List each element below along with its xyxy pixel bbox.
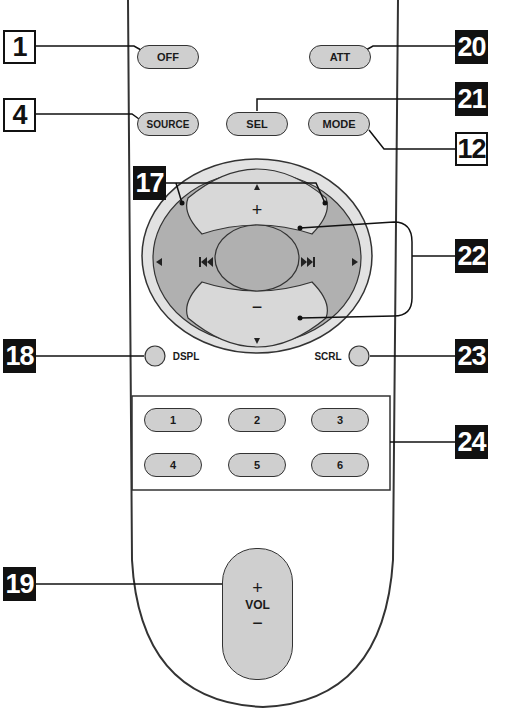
number-button: 6 — [311, 453, 369, 477]
dspl-label: DSPL — [166, 347, 206, 365]
button-label: SOURCE — [147, 119, 190, 130]
callout-number: 23 — [455, 339, 488, 373]
button-label: + — [252, 579, 263, 597]
scrl-label: SCRL — [308, 347, 348, 365]
button-label: 5 — [254, 459, 260, 471]
button-label: 6 — [337, 459, 343, 471]
button-label: SCRL — [314, 351, 341, 362]
callout-number: 18 — [3, 339, 36, 373]
callout-number: 12 — [455, 132, 488, 166]
sel-button: SEL — [226, 112, 288, 136]
att-button: ATT — [309, 45, 371, 69]
mode-button: MODE — [308, 112, 370, 136]
button-label: SEL — [246, 118, 267, 130]
remote-body — [128, 0, 398, 707]
button-label: 1 — [170, 414, 176, 426]
leader-dots — [180, 201, 328, 321]
leader-lines — [36, 46, 455, 584]
button-label: 4 — [170, 459, 176, 471]
callout-number: 22 — [455, 239, 488, 273]
button-label: − — [252, 614, 263, 632]
down-button: − — [242, 295, 272, 319]
button-label: MODE — [323, 118, 356, 130]
button-label: DSPL — [173, 351, 200, 362]
button-label: ATT — [330, 51, 351, 63]
callout-number: 17 — [133, 166, 166, 200]
scroll-button — [349, 346, 369, 366]
volume-button: + VOL − — [222, 548, 293, 680]
button-label: 2 — [254, 414, 260, 426]
number-group-frame — [132, 396, 390, 490]
button-label: OFF — [157, 51, 179, 63]
source-button: SOURCE — [137, 112, 199, 136]
up-button: + — [242, 198, 272, 222]
number-button: 1 — [144, 408, 202, 432]
callout-number: 21 — [455, 82, 488, 116]
callout-number: 1 — [3, 30, 36, 64]
number-button: 2 — [228, 408, 286, 432]
button-label: − — [252, 298, 263, 316]
button-label: + — [252, 201, 263, 219]
display-button — [145, 346, 165, 366]
direction-pad — [142, 159, 372, 353]
number-button: 4 — [144, 453, 202, 477]
button-label: VOL — [245, 599, 270, 612]
callout-number: 4 — [3, 98, 36, 132]
callout-number: 19 — [3, 567, 36, 601]
button-label: 3 — [337, 414, 343, 426]
number-button: 3 — [311, 408, 369, 432]
callout-number: 20 — [455, 30, 488, 64]
off-button: OFF — [137, 45, 199, 69]
number-button: 5 — [228, 453, 286, 477]
callout-number: 24 — [455, 425, 488, 459]
